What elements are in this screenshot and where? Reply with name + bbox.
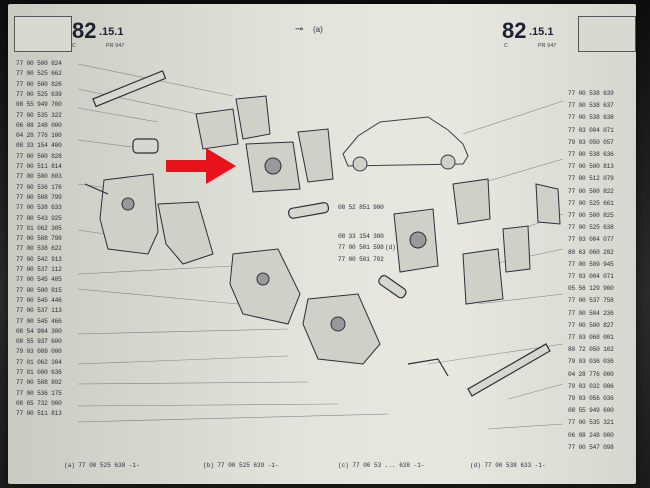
left-part-number-0: 77 00 500 824 [16,60,62,67]
center-part-2: 08 33 154 300 [338,233,384,240]
left-part-number-27: 08 55 937 600 [16,338,62,346]
right-part-number-2: 77 00 538 638 [568,114,614,122]
exploded-diagram [77,63,564,430]
left-part-number-10: 77 00 511 814 [16,163,62,170]
right-part-number-17: 77 00 537 758 [568,297,614,305]
car-illustration [342,116,469,172]
left-part-number-2: 77 00 500 826 [16,80,62,88]
right-part-number-15: 77 03 004 071 [568,273,614,280]
right-part-number-7: 77 00 512 079 [568,175,614,183]
left-part-number-17: 77 00 508 798 [16,235,62,243]
left-part-number-8: 08 33 154 400 [16,142,62,150]
right-part-number-13: 80 63 060 202 [568,248,614,256]
right-part-number-24: 79 03 032 006 [568,382,614,390]
right-part-number-14: 77 00 509 945 [568,260,614,268]
parts-catalog-page: 82 .15.1 C PR 947 ⊸ (a) 82 .15.1 C PR 94… [8,4,636,484]
right-part-number-8: 77 00 500 822 [568,187,614,195]
left-part-number-4: 08 55 949 700 [16,101,62,109]
lock-mechanism-center [229,248,381,365]
icon-tool-right [578,16,636,52]
header-center-symbol: (a) [313,25,323,34]
right-part-number-9: 77 00 525 661 [568,199,614,207]
left-part-number-31: 77 00 508 802 [16,379,62,387]
right-part-number-6: 77 00 500 813 [568,163,614,171]
lock-mechanism-right [393,178,561,305]
header-right-number: 82 [502,18,527,43]
left-part-number-24: 77 00 537 113 [16,307,62,315]
lock-mechanism-upper [195,95,334,193]
right-part-number-22: 79 03 036 036 [568,358,614,366]
left-part-number-6: 06 08 248 000 [16,121,62,129]
left-part-number-9: 77 00 500 828 [16,152,62,160]
lock-mechanism-left [99,173,214,265]
key-icon: ⊸ [295,24,304,35]
left-part-number-23: 77 00 545 446 [16,296,62,304]
left-part-number-30: 77 01 000 636 [16,369,62,376]
right-part-number-21: 80 72 050 162 [568,346,614,354]
bottom-ref-a: (a) 77 00 525 638 -1- [64,462,140,469]
left-part-number-18: 77 00 538 622 [16,245,62,253]
right-part-number-23: 04 28 776 000 [568,370,614,378]
left-part-number-12: 77 00 536 176 [16,183,62,191]
center-part-3: 77 00 501 598 [338,244,384,251]
right-part-number-11: 77 00 525 638 [568,224,614,232]
left-part-number-26: 08 54 984 300 [16,327,62,335]
right-part-number-25: 79 03 056 036 [568,395,614,402]
bottom-ref-b: (b) 77 00 525 639 -1- [203,462,279,469]
right-part-number-16: 05 56 129 900 [568,285,614,293]
left-part-number-22: 77 00 500 815 [16,286,62,294]
left-part-number-21: 77 00 545 485 [16,276,62,284]
header-right-suffix: .15.1 [529,26,554,38]
left-part-number-33: 08 65 732 000 [16,399,62,407]
left-part-number-3: 77 00 525 639 [16,90,62,98]
header-right-sub2: PR 947 [538,43,557,49]
leader-lines [77,63,564,430]
left-part-number-1: 77 00 525 662 [16,70,62,78]
right-part-number-0: 77 00 538 639 [568,90,614,97]
header-left-sub2: PR 947 [106,43,125,49]
icon-tool-left [14,16,72,52]
left-part-number-25: 77 00 545 466 [16,317,62,325]
right-part-number-18: 77 00 504 236 [568,309,614,317]
left-part-number-19: 77 00 542 913 [16,255,62,263]
bottom-ref-d: (d) 77 00 538 633 -1- [470,462,546,469]
left-part-number-14: 77 00 538 633 [16,204,62,212]
right-part-number-28: 06 08 248 000 [568,431,614,439]
rod-parts [84,70,551,397]
right-part-number-27: 77 00 535 321 [568,419,614,427]
right-part-number-12: 77 03 004 077 [568,236,614,244]
header-right-sub1: C [504,43,508,49]
left-part-number-7: 04 28 776 100 [16,132,62,140]
left-part-number-15: 77 00 543 925 [16,214,62,222]
right-part-number-4: 79 03 050 057 [568,138,614,146]
left-part-number-34: 77 00 511 813 [16,410,62,418]
left-part-number-13: 77 00 508 799 [16,193,62,201]
left-part-number-16: 77 01 062 305 [16,224,62,232]
center-part-1: 08 52 851 900 [338,204,384,211]
left-part-number-28: 79 03 009 000 [16,348,62,356]
center-part-5: 77 00 501 702 [338,256,384,263]
right-part-number-5: 77 00 538 636 [568,151,614,158]
center-part-4: (d) [385,244,396,251]
red-arrow-icon [166,148,236,184]
left-part-number-29: 77 01 062 304 [16,358,62,366]
right-part-number-1: 77 00 538 637 [568,102,614,110]
right-part-number-10: 77 00 500 825 [568,212,614,219]
right-part-number-26: 08 55 949 600 [568,407,614,415]
header-left-number: 82 [72,18,97,43]
bottom-ref-c: (c) 77 00 53 ... 638 -1- [338,462,425,469]
right-part-number-3: 77 03 004 071 [568,126,614,134]
right-part-number-19: 77 00 500 827 [568,321,614,329]
header-left-suffix: .15.1 [99,26,124,38]
header-left-sub1: C [72,43,76,49]
left-part-number-20: 77 00 537 112 [16,266,62,273]
right-part-number-29: 77 00 547 098 [568,443,614,451]
left-part-number-32: 77 00 536 175 [16,389,62,397]
left-part-number-11: 77 00 500 803 [16,173,62,181]
left-part-number-5: 77 00 535 322 [16,111,62,119]
right-part-number-20: 77 03 068 001 [568,334,614,341]
